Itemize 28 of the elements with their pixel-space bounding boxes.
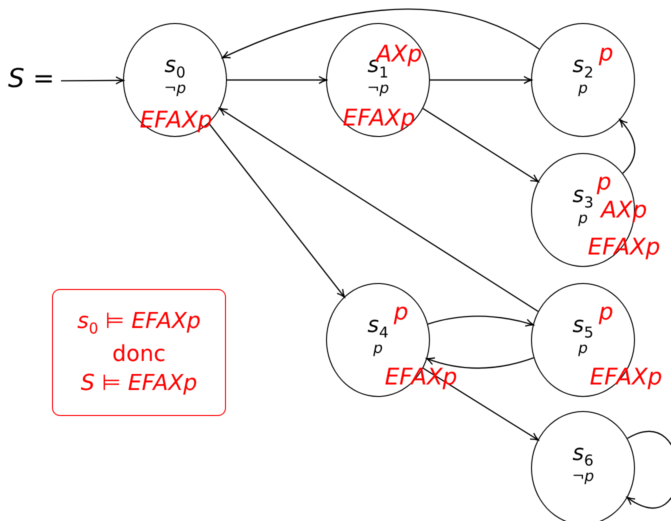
state-proposition: ¬p bbox=[164, 80, 186, 97]
state-circle bbox=[531, 23, 635, 137]
state-proposition: ¬p bbox=[572, 468, 594, 485]
formula-annotation: EFAXp bbox=[140, 110, 212, 132]
state-proposition: p bbox=[578, 210, 588, 227]
formula-annotation: p bbox=[598, 302, 614, 324]
state-name: s$_{5}$ bbox=[572, 315, 594, 340]
formula-annotation: p bbox=[394, 302, 408, 324]
formula-annotation: EFAXp bbox=[342, 108, 416, 130]
conclusion-text: S ⊨ EFAXp bbox=[80, 370, 198, 396]
start-label: S = bbox=[8, 64, 55, 94]
state-circle bbox=[123, 23, 227, 137]
conclusion-text: donc bbox=[112, 342, 166, 367]
state-name: s$_{2}$ bbox=[572, 55, 594, 80]
state-name: s$_{3}$ bbox=[572, 185, 594, 210]
state-proposition: p bbox=[578, 80, 588, 97]
state-circle bbox=[531, 411, 635, 521]
state-proposition: p bbox=[578, 340, 588, 357]
conclusion-box bbox=[52, 289, 226, 416]
formula-annotation: p bbox=[598, 42, 614, 66]
state-name: s$_{0}$ bbox=[164, 55, 186, 80]
state-proposition: ¬p bbox=[366, 80, 390, 97]
state-circle bbox=[326, 23, 430, 137]
conclusion-text: s$_{0}$ ⊨ EFAXp bbox=[77, 309, 201, 338]
state-proposition: p bbox=[373, 340, 383, 357]
state-name: s$_{6}$ bbox=[572, 443, 594, 468]
state-name: s$_{4}$ bbox=[367, 315, 388, 340]
formula-annotation: p bbox=[596, 172, 612, 194]
